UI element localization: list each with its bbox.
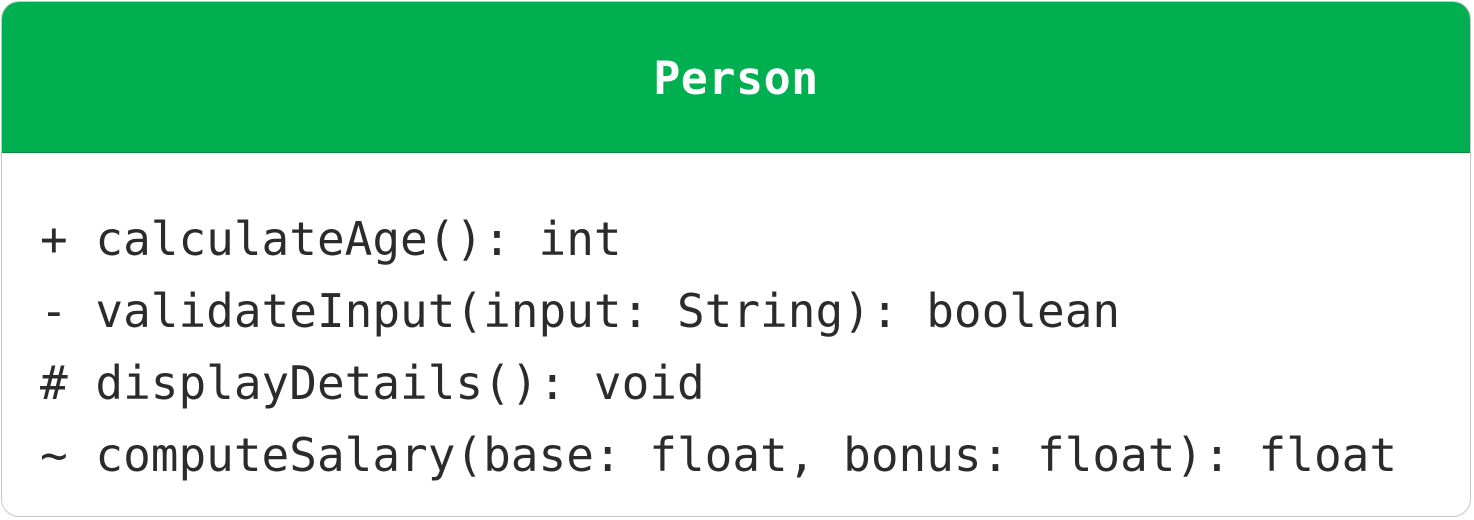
methods-compartment: + calculateAge(): int - validateInput(in… [2,153,1470,491]
class-header: Person [2,2,1470,153]
method-calculate-age: + calculateAge(): int [40,212,622,266]
method-display-details: # displayDetails(): void [40,356,705,410]
method-compute-salary: ~ computeSalary(base: float, bonus: floa… [40,428,1398,482]
method-validate-input: - validateInput(input: String): boolean [40,284,1121,338]
class-name: Person [653,51,819,105]
